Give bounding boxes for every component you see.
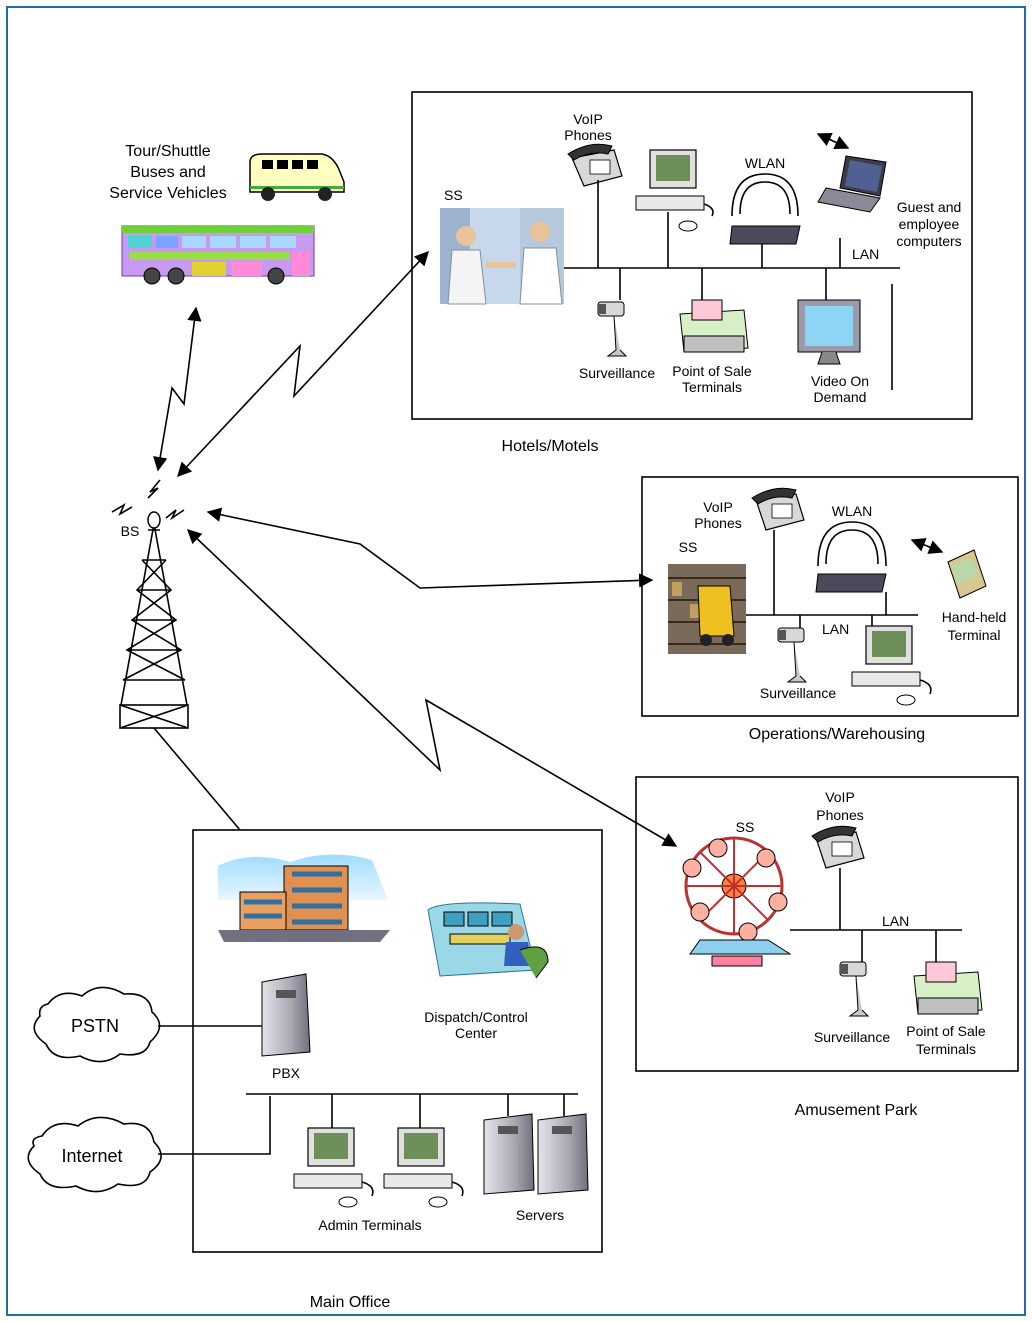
hotels-wlan-label: WLAN (745, 155, 785, 171)
park-phone-icon (811, 825, 865, 869)
hotels-wifi-arrow (816, 132, 850, 150)
bus-label-line-2: Buses and (130, 164, 206, 181)
ops-surveillance-label: Surveillance (760, 685, 836, 701)
hotels-wlan-icon (729, 173, 801, 245)
ops-voip-label-2: Phones (694, 515, 741, 531)
wireless-link-bus (153, 306, 202, 472)
ops-lan-drops (773, 530, 887, 628)
tower-office-link (153, 727, 241, 831)
internet-label: Internet (61, 1146, 122, 1166)
hotels-laptop-icon (817, 155, 887, 213)
ops-ss-label: SS (679, 539, 698, 555)
hotels-box (411, 91, 973, 420)
ops-wlan-label: WLAN (832, 503, 872, 519)
park-camera-icon (839, 961, 870, 1017)
hotels-camera-icon (597, 301, 628, 357)
ops-lan-label: LAN (822, 621, 849, 637)
ops-voip-label-1: VoIP (703, 499, 733, 515)
hotels-pos-icon (679, 299, 749, 353)
outer-frame (6, 6, 1026, 1316)
dispatch-label-2: Center (455, 1025, 497, 1041)
hotels-tv-icon (797, 299, 861, 365)
hotels-ss-label: SS (444, 187, 463, 203)
ops-handheld-label-2: Terminal (948, 627, 1001, 643)
ops-camera-icon (777, 627, 808, 683)
server-icon-2 (537, 1113, 589, 1195)
servers-label: Servers (516, 1207, 564, 1223)
hotels-pos-label-2: Terminals (682, 379, 742, 395)
hotels-computer-icon (635, 149, 714, 232)
hotels-lan-drops (597, 180, 841, 300)
office-lan-drops (331, 1094, 565, 1128)
hotels-guest-label-3: computers (896, 233, 961, 249)
park-pos-label-1: Point of Sale (906, 1023, 986, 1039)
pstn-cloud (33, 986, 161, 1063)
admin-terminals-label: Admin Terminals (318, 1217, 421, 1233)
office-building-icon (218, 854, 390, 942)
internet-link (158, 1096, 271, 1155)
pstn-label: PSTN (71, 1016, 119, 1036)
ops-wifi-arrow (910, 538, 944, 554)
wireless-link-ops (206, 507, 654, 589)
bus-label: Tour/Shuttle Buses and Service Vehicles (109, 143, 226, 202)
park-voip-label-1: VoIP (825, 789, 855, 805)
handheld-icon (947, 549, 987, 599)
ferris-wheel-icon (682, 836, 792, 967)
office-box (192, 829, 603, 1253)
bs-label: BS (121, 523, 140, 539)
hotels-pos-label-1: Point of Sale (672, 363, 752, 379)
park-box (635, 776, 1019, 1072)
server-icon-1 (483, 1113, 535, 1195)
hotels-lan-label: LAN (852, 246, 879, 262)
bus-label-line-3: Service Vehicles (109, 185, 226, 202)
ops-computer-icon (851, 625, 932, 706)
office-title: Main Office (310, 1294, 391, 1311)
park-ss-label: SS (736, 819, 755, 835)
park-lan-label: LAN (882, 913, 909, 929)
park-surveillance-label: Surveillance (814, 1029, 890, 1045)
pbx-icon (261, 973, 311, 1057)
ops-box (641, 476, 1019, 717)
wireless-link-park (186, 529, 678, 847)
hotels-voip-label-1: VoIP (573, 111, 603, 127)
admin-computer-icon-1 (293, 1127, 374, 1208)
park-pos-label-2: Terminals (916, 1041, 976, 1057)
van-icon (249, 153, 345, 201)
wireless-link-hotels (177, 250, 429, 478)
hotels-phone-icon (567, 143, 623, 187)
park-title: Amusement Park (795, 1102, 919, 1119)
park-voip-label-2: Phones (816, 807, 863, 823)
internet-cloud (27, 1116, 162, 1193)
pbx-label: PBX (272, 1065, 301, 1081)
ops-ss-image (668, 564, 746, 654)
admin-computer-icon-2 (383, 1127, 464, 1208)
hotels-ss-image (440, 208, 564, 305)
hotels-voip-label-2: Phones (564, 127, 611, 143)
hotels-vod-label-2: Demand (814, 389, 867, 405)
park-lan-drops (839, 868, 937, 962)
dispatch-label-1: Dispatch/Control (424, 1009, 528, 1025)
hotels-title: Hotels/Motels (502, 438, 599, 455)
bus-label-line-1: Tour/Shuttle (125, 143, 210, 160)
bus-icon (121, 225, 315, 285)
hotels-surveillance-label: Surveillance (579, 365, 655, 381)
ops-handheld-label-1: Hand-held (942, 609, 1007, 625)
ops-wlan-icon (815, 521, 887, 593)
hotels-guest-label-1: Guest and (897, 199, 962, 215)
dispatch-center-icon (427, 902, 549, 979)
ops-title: Operations/Warehousing (749, 726, 925, 743)
hotels-vod-label-1: Video On (811, 373, 869, 389)
park-pos-icon (913, 961, 983, 1015)
ops-phone-icon (751, 487, 805, 531)
hotels-guest-label-2: employee (899, 216, 960, 232)
tower-icon (111, 479, 189, 729)
